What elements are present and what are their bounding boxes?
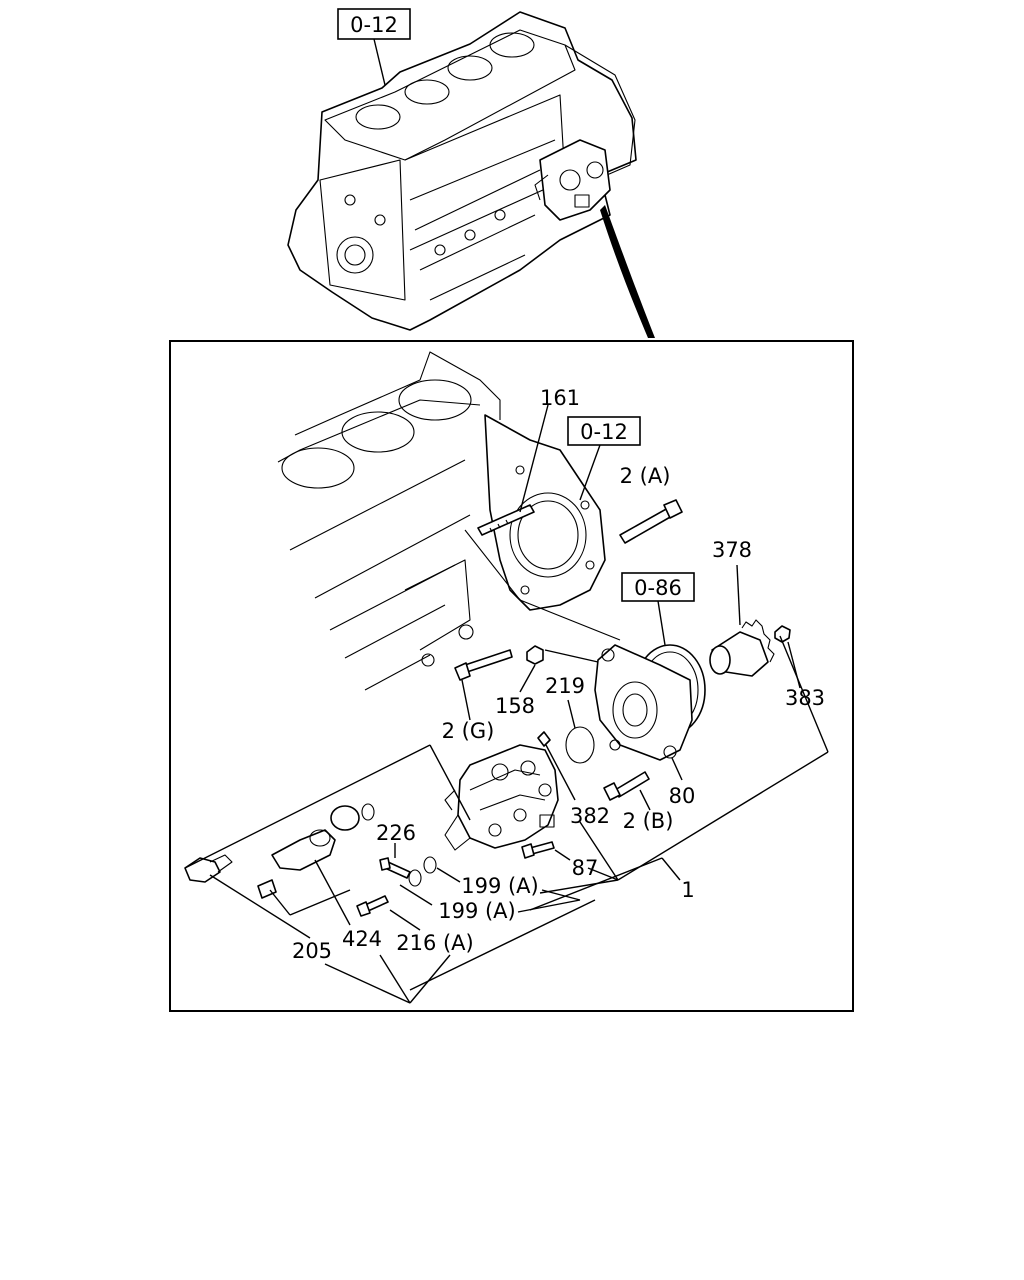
assembly-leaders: 1	[184, 635, 829, 1004]
detail-frame	[169, 340, 854, 1012]
valve-424	[271, 803, 375, 871]
pump-flange	[594, 644, 693, 761]
gear-378: 378	[709, 538, 775, 677]
washer-199A: 199 (A) 199 (A)	[399, 867, 539, 923]
callout-216A: 216 (A)	[396, 931, 474, 955]
callout-219: 219	[545, 674, 585, 698]
callout-1: 1	[681, 878, 694, 902]
ref-box-block-label: 0-12	[580, 420, 628, 444]
overview-ref-label: 0-12	[350, 13, 398, 37]
callout-199A-2: 199 (A)	[438, 899, 516, 923]
callout-226: 226	[376, 821, 416, 845]
callout-80: 80	[669, 784, 696, 808]
block-outline-detail	[277, 351, 621, 691]
callout-2G: 2 (G)	[442, 719, 495, 743]
callout-199A-1: 199 (A)	[461, 874, 539, 898]
sensor-205	[184, 854, 233, 883]
oring-219: 219	[545, 674, 595, 764]
ref-box-gasket: 0-86	[621, 572, 695, 646]
detail-arrow	[600, 205, 655, 338]
pin-382: 382	[537, 731, 610, 828]
bolt-2A: 2 (A)	[619, 464, 683, 544]
callout-87: 87	[572, 856, 599, 880]
callout-158: 158	[495, 694, 535, 718]
bolt-2G: 2 (G)	[442, 649, 513, 743]
callout-378: 378	[712, 538, 752, 562]
stud-161: 161	[477, 386, 580, 536]
ref-box-block: 0-12	[567, 416, 641, 501]
callout-2A: 2 (A)	[620, 464, 671, 488]
callout-382: 382	[570, 804, 610, 828]
nut-383: 383	[774, 625, 825, 710]
bolt-2B: 2 (B)	[603, 771, 674, 833]
callout-161: 161	[540, 386, 580, 410]
bottom-callouts: 205 424 216 (A)	[209, 859, 474, 963]
washer-80: 80	[669, 757, 696, 808]
injection-pump	[444, 744, 559, 851]
screw-216A	[257, 879, 389, 917]
bolt-226: 226	[376, 821, 437, 887]
overview-ref-box: 0-12	[337, 8, 411, 86]
nut-158: 158	[495, 645, 599, 718]
engine-block-overview	[287, 11, 637, 331]
callout-205: 205	[292, 939, 332, 963]
callout-424: 424	[342, 927, 382, 951]
ref-box-gasket-label: 0-86	[634, 576, 682, 600]
callout-2B: 2 (B)	[623, 809, 674, 833]
bolt-87: 87	[521, 841, 599, 880]
